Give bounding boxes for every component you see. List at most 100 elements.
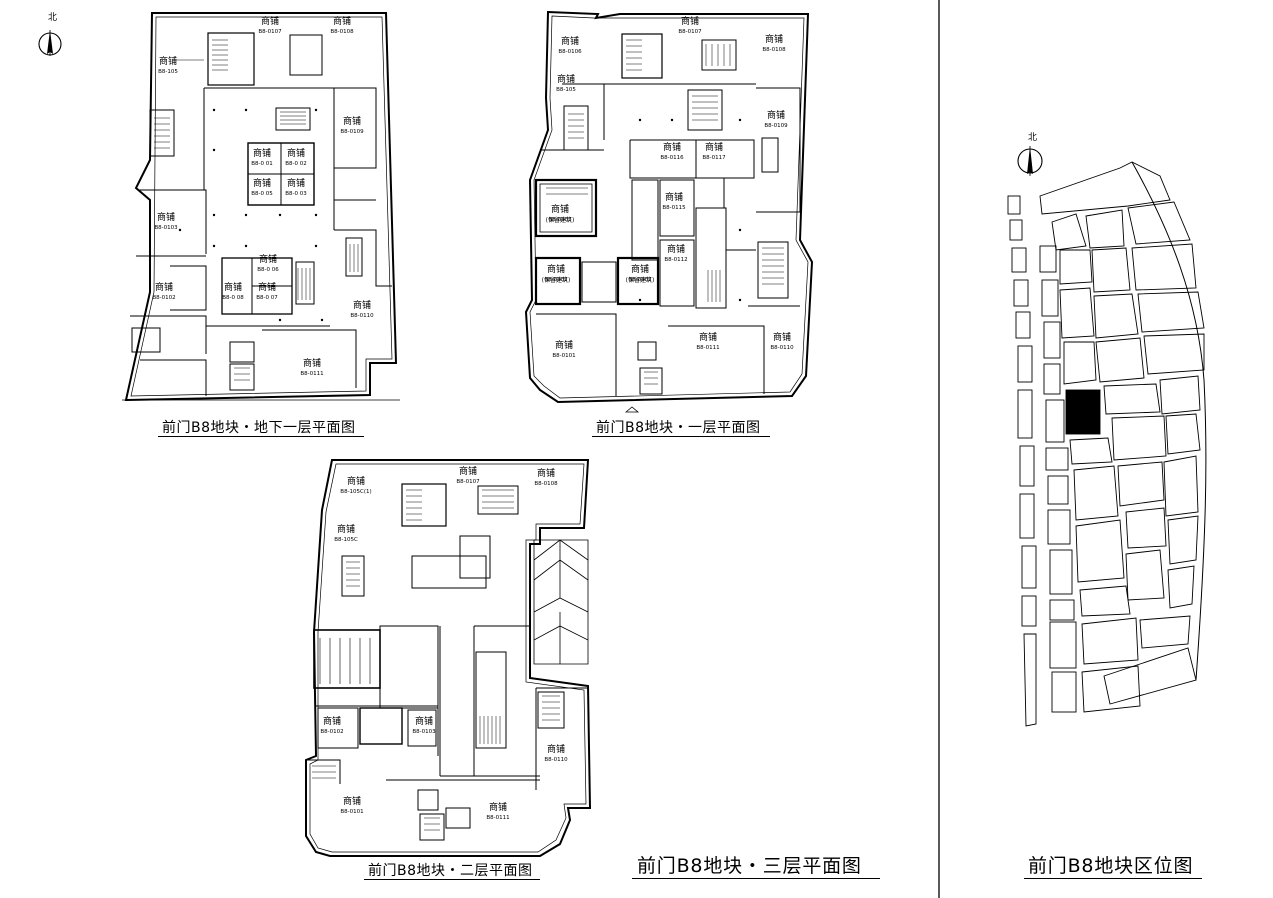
second-room-code: B8-0103 [412,729,436,735]
ground-room-code: B8-0110 [770,345,794,351]
location-title-underline [1024,878,1202,879]
second-room-name: 商铺 [537,467,555,479]
ground-room-code: B8-0117 [702,155,726,161]
ground-room-name: 商铺 [665,191,683,203]
ground-room-code: B8-0115 [662,205,686,211]
ground-room-code: B8-0102 [544,277,567,283]
second-room-code: B8-0107 [456,479,480,485]
basement-room-name: 商铺 [259,253,277,265]
b8-block-highlight [1065,389,1101,435]
second-room-name: 商铺 [337,523,355,535]
ground-title-underline [592,436,770,437]
basement-room-name: 商铺 [253,177,271,189]
basement-room-code: B8-0 03 [285,191,307,197]
ground-room-name: 商铺 [555,339,573,351]
ground-room-name: 商铺 [705,141,723,153]
basement-room-name: 商铺 [343,115,361,127]
basement-room-code: B8-0102 [152,295,175,301]
ground-room-name: 商铺 [681,15,699,27]
basement-room-code: B8-0 02 [285,161,307,167]
ground-preserved-building-1 [534,178,598,238]
basement-plan [124,12,398,402]
basement-room-name: 商铺 [353,299,371,311]
ground-room-code: B8-0116 [660,155,684,161]
basement-room-name: 商铺 [333,15,351,27]
third-title-underline [632,878,880,879]
ground-room-name: 商铺 [557,73,575,85]
ground-plan [524,10,814,413]
basement-room-code: B8-0 01 [251,161,273,167]
basement-room-code: B8-0109 [340,129,364,135]
basement-room-name: 商铺 [159,55,177,67]
ground-room-code: B8-0101 [552,353,575,359]
ground-room-code: B8-0109 [764,123,788,129]
ground-room-code: B8-105 [556,87,576,93]
ground-room-name: 商铺 [773,331,791,343]
basement-room-code: B8-0107 [258,29,282,35]
second-room-code: B8-0111 [486,815,509,821]
basement-room-name: 商铺 [224,281,242,293]
second-room-code: B8-105C(1) [340,489,371,495]
second-room-name: 商铺 [343,795,361,807]
basement-room-code: B8-0110 [350,313,374,319]
basement-title-underline [158,436,364,437]
ground-room-code: B8-0112 [664,257,687,263]
basement-room-code: B8-0 05 [251,191,273,197]
basement-room-code: B8-0 08 [222,295,244,301]
ground-room-name: 商铺 [561,35,579,47]
basement-room-name: 商铺 [287,177,305,189]
basement-room-name: 商铺 [287,147,305,159]
second-room-name: 商铺 [547,743,565,755]
ground-room-name: 商铺 [667,243,685,255]
ground-preserved-note: (保留建筑) [626,276,655,284]
ground-outline [524,10,814,404]
ground-room-name: 商铺 [631,263,649,275]
ground-room-code: B8-0108 [762,47,786,53]
ground-plan-title: 前门B8地块・一层平面图 [596,420,761,436]
second-title-underline [364,879,540,880]
third-plan-title: 前门B8地块・三层平面图 [637,855,862,877]
ground-room-name: 商铺 [767,109,785,121]
second-core-north [401,483,447,527]
north-label: 北 [48,12,57,23]
second-room-code: B8-0108 [534,481,558,487]
second-plan [305,459,592,857]
second-room-code: B8-105C [334,537,358,543]
basement-core-north [207,32,255,86]
ground-room-code: B8-0107 [678,29,702,35]
basement-room-name: 商铺 [157,211,175,223]
second-outline [305,459,592,857]
ground-room-code: B8-0111 [696,345,719,351]
basement-room-name: 商铺 [258,281,276,293]
basement-room-name: 商铺 [261,15,279,27]
second-room-name: 商铺 [323,715,341,727]
location-north-arrow-icon: 北 [1017,132,1043,176]
basement-room-code: B8-0108 [330,29,354,35]
location-east-boundary [1131,161,1207,681]
ground-room-name: 商铺 [547,263,565,275]
ground-preserved-building-2 [534,256,582,306]
basement-plan-title: 前门B8地块・地下一层平面图 [162,420,356,436]
basement-room-code: B8-0 07 [256,295,278,301]
second-room-code: B8-0110 [544,757,568,763]
basement-room-code: B8-0103 [154,225,178,231]
second-plan-title: 前门B8地块・二层平面图 [368,863,533,879]
ground-room-name: 商铺 [663,141,681,153]
location-north-label: 北 [1028,132,1037,143]
location-map-title: 前门B8地块区位图 [1028,855,1194,877]
basement-room-code: B8-0 06 [257,267,279,273]
ground-core-north [621,33,663,79]
basement-inner-outline [130,16,393,397]
second-room-code: B8-0102 [320,729,343,735]
ground-preserved-note: (保留建筑) [546,216,575,224]
ground-preserved-building-3 [616,256,660,306]
ground-room-code: B8-0103 [548,217,572,223]
ground-room-name: 商铺 [765,33,783,45]
location-map [1007,161,1207,727]
ground-room-code: B8-0102 [628,277,651,283]
second-room-name: 商铺 [347,475,365,487]
second-room-name: 商铺 [415,715,433,727]
second-adjacent-roof [533,539,589,665]
